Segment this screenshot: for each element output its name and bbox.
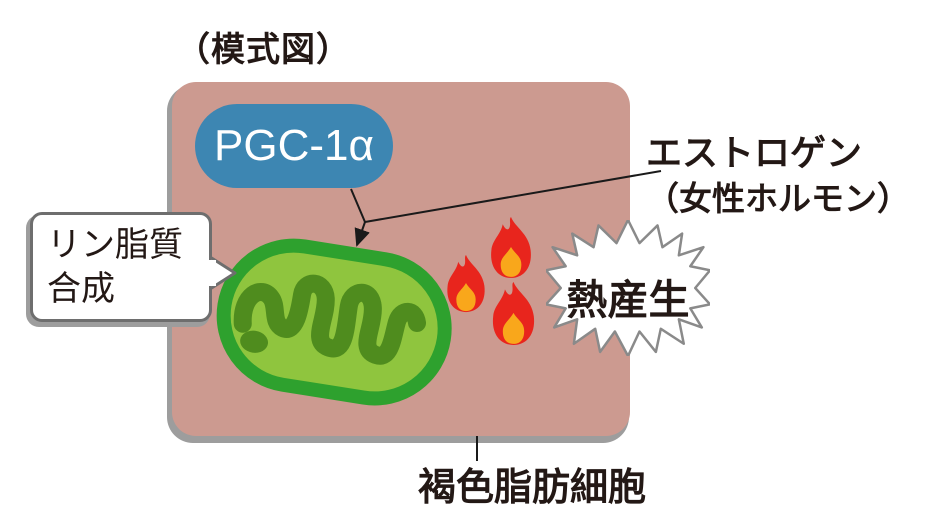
speech-bubble-tail-icon <box>209 255 237 291</box>
phospholipid-label-line2: 合成 <box>47 270 115 308</box>
cell-label: 褐色脂肪細胞 <box>418 467 647 509</box>
mitochondria-icon <box>216 238 452 406</box>
estrogen-line1: エストロゲン <box>646 132 863 173</box>
mitochondria-illustration <box>200 220 468 426</box>
flame-icon <box>488 216 534 280</box>
pgc1a-label: PGC-1α <box>214 121 374 170</box>
heat-burst-bubble <box>546 220 710 356</box>
phospholipid-speech-bubble: リン脂質 合成 <box>30 212 212 322</box>
flame-icon <box>444 254 488 314</box>
estrogen-label: エストロゲン （女性ホルモン） <box>646 130 910 222</box>
phospholipid-label-line1: リン脂質 <box>47 226 183 264</box>
figure-caption: （模式図） <box>176 31 351 69</box>
flame-icon <box>490 280 537 348</box>
heat-label: 熱産生 <box>566 277 690 323</box>
estrogen-line2: （女性ホルモン） <box>646 180 910 217</box>
pgc1a-pill: PGC-1α <box>195 104 393 188</box>
